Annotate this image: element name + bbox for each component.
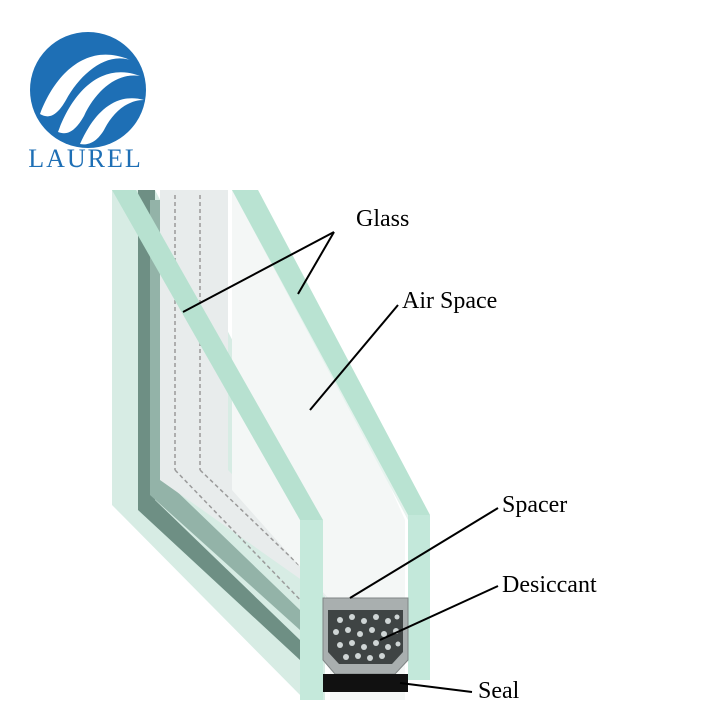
seal-section [323, 674, 408, 692]
laurel-logo-icon [30, 32, 146, 148]
label-seal: Seal [478, 678, 520, 704]
outer-pane-inner-edge [150, 200, 300, 630]
label-spacer: Spacer [502, 492, 568, 518]
outer-pane-diagonal-edge [112, 190, 323, 520]
inner-pane-front-edge [408, 515, 430, 680]
outer-pane-front-edge [300, 520, 323, 700]
brand-name: LAUREL [28, 144, 143, 173]
label-glass: Glass [356, 206, 410, 232]
air-space [232, 190, 405, 700]
desiccant-fill [328, 610, 403, 664]
label-desiccant: Desiccant [502, 572, 597, 598]
outer-pane-edge [138, 190, 300, 660]
label-air-space: Air Space [402, 288, 498, 314]
leader-lines [182, 231, 499, 693]
inner-pane-edge [232, 190, 430, 515]
desiccant-beads [333, 614, 401, 661]
